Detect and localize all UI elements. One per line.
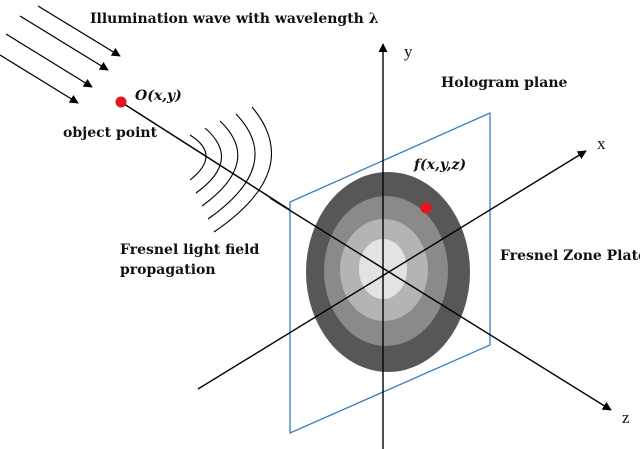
- wavefront-arc-1: [189, 134, 207, 181]
- wavefront-arc-3: [201, 120, 239, 207]
- z-axis: [269, 197, 612, 411]
- object-point-dot: [115, 96, 127, 108]
- fresnel-zone-plate: [306, 172, 470, 372]
- fresnel-wavefronts: [189, 106, 273, 233]
- axes: [197, 43, 612, 449]
- wavefront-arc-2: [195, 127, 222, 194]
- axis-x-label: x: [597, 134, 606, 153]
- illumination-arrows: [0, 5, 121, 104]
- fresnel-field-label-line1: Fresnel light field: [120, 242, 259, 258]
- illumination-arrow-3: [5, 33, 93, 88]
- hologram-plane-label: Hologram plane: [441, 75, 568, 91]
- wavefront-arc-5: [213, 106, 273, 233]
- wavefront-arc-4: [207, 113, 256, 220]
- zone-plate-label: Fresnel Zone Plate: [500, 248, 640, 264]
- hologram-point-dot: [420, 202, 432, 214]
- object-coord-label: O(x,y): [135, 88, 182, 104]
- hologram-plane: [289, 111, 491, 434]
- hologram-point-label: f(x,y,z): [413, 157, 466, 173]
- axis-z-label: z: [622, 408, 630, 427]
- illumination-arrow-2: [19, 15, 109, 71]
- axis-y-label: y: [404, 42, 413, 61]
- illumination-label: Illumination wave with wavelength λ: [90, 11, 379, 27]
- x-axis: [197, 150, 587, 390]
- object-point-label: object point: [63, 125, 158, 141]
- illumination-arrow-1: [37, 5, 121, 57]
- fresnel-field-label-line2: propagation: [120, 262, 216, 278]
- illumination-arrow-4: [0, 54, 79, 104]
